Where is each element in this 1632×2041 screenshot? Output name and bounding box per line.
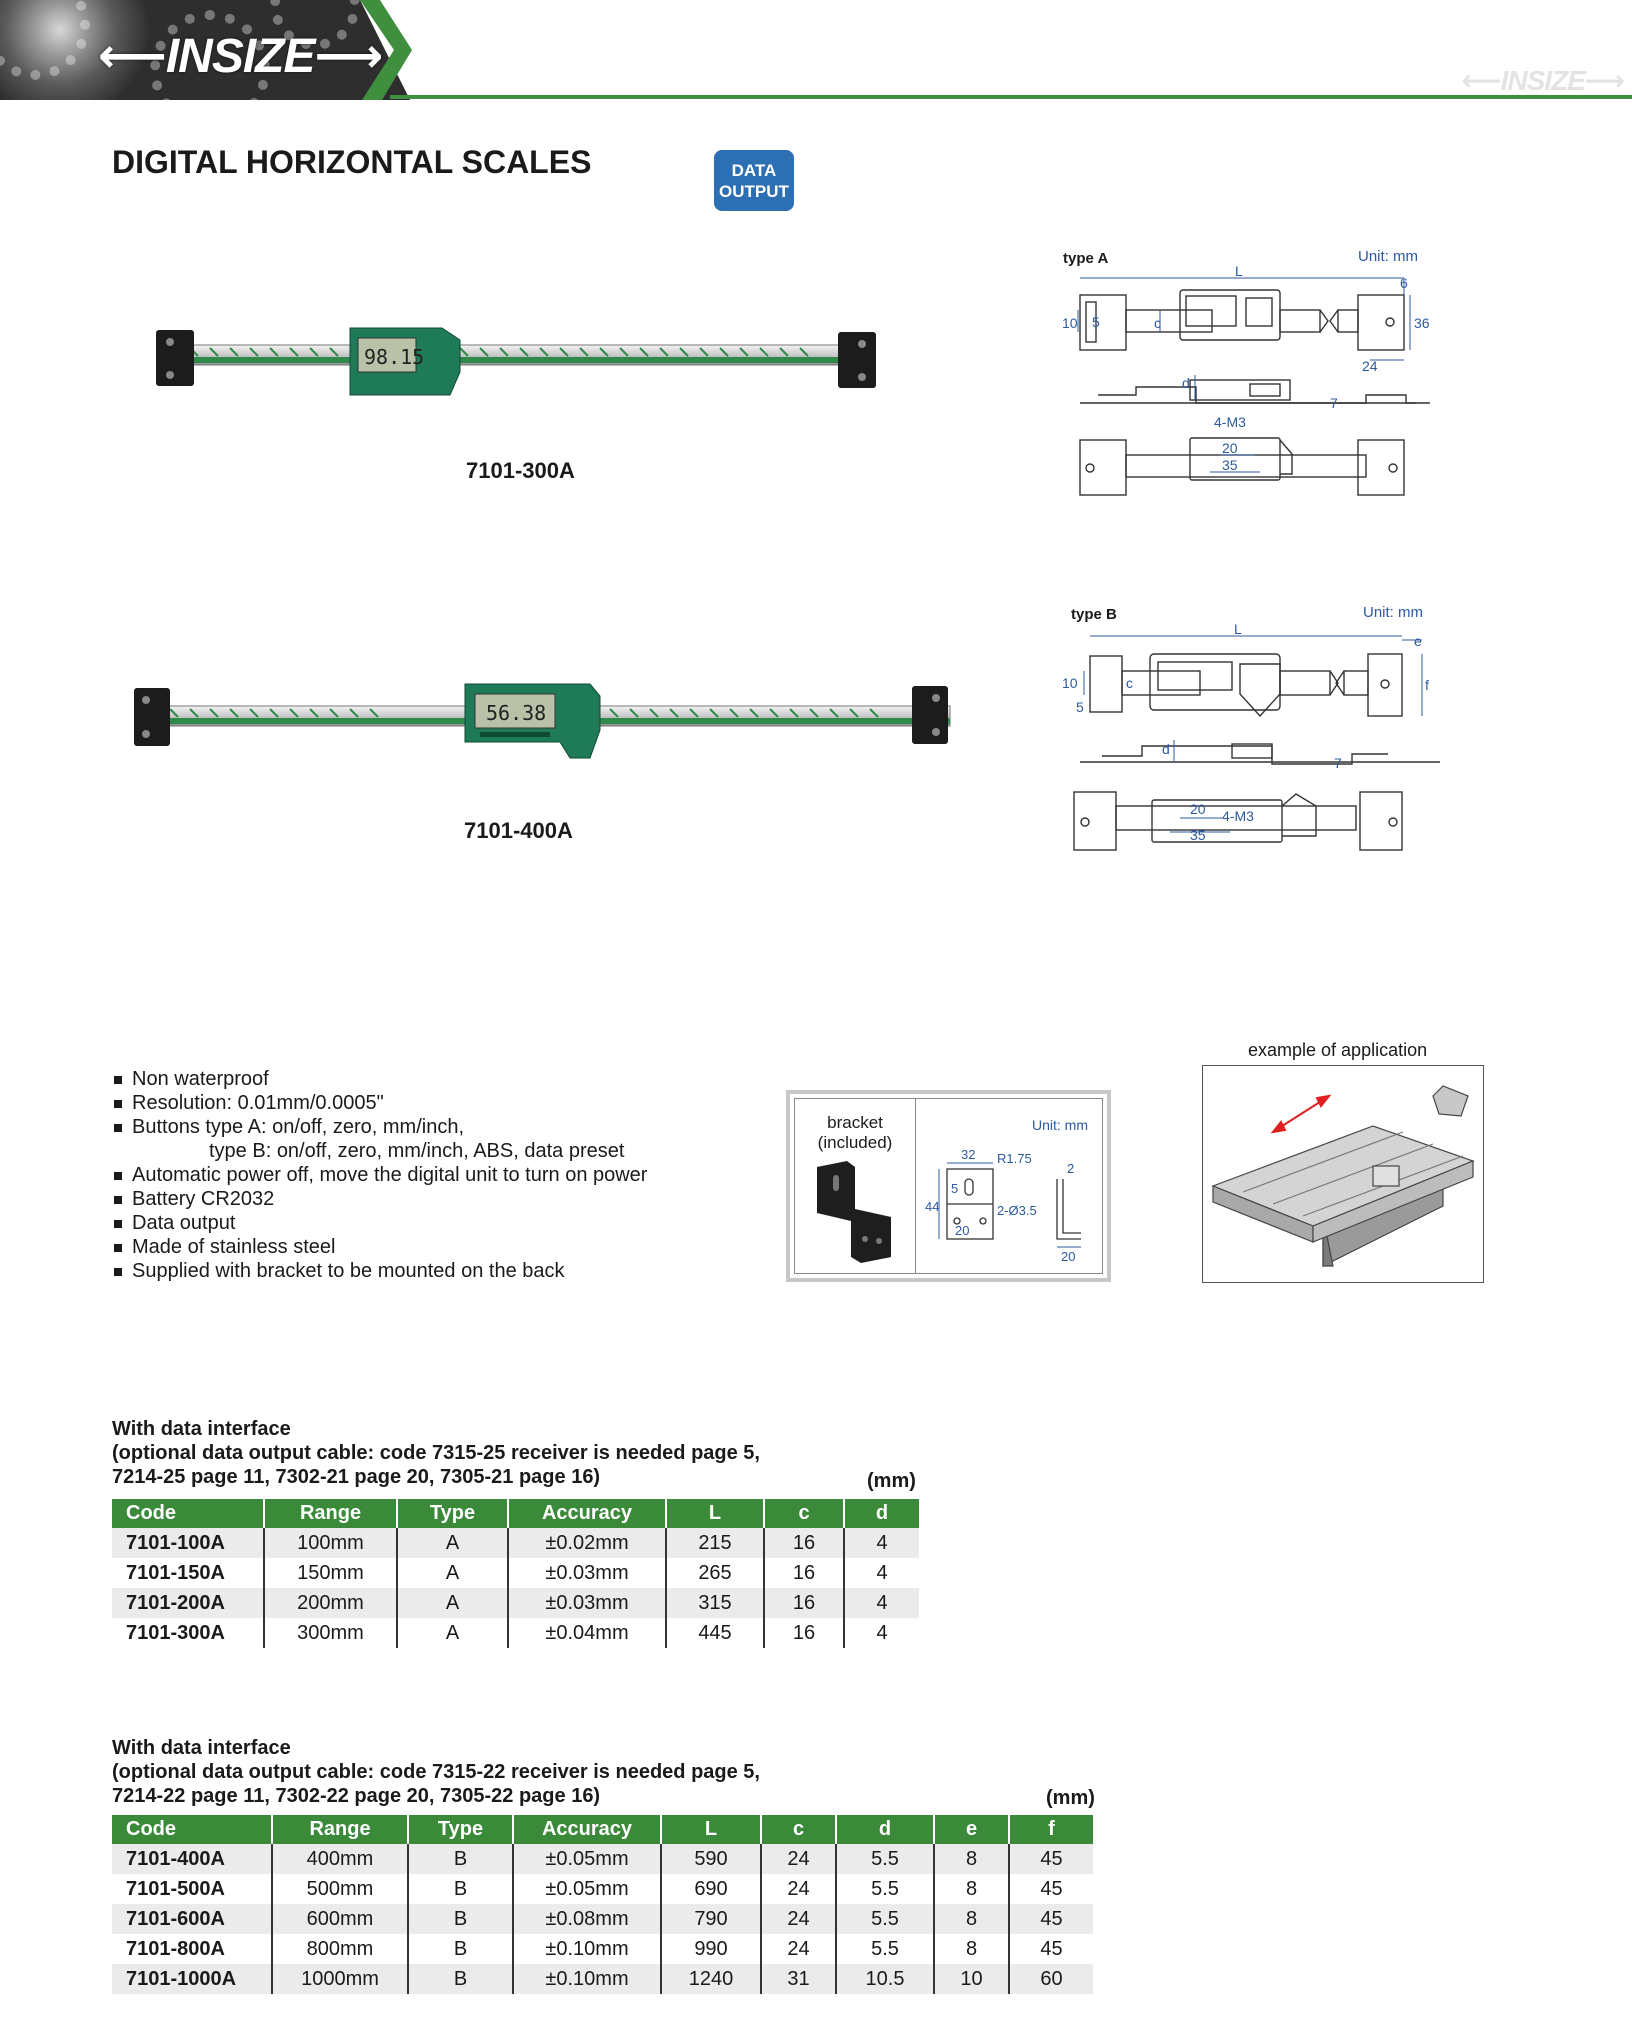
spec-table-type-b: Code Range Type Accuracy L c d e f 7101-… [112, 1815, 1093, 1994]
bracket-dim-5: 5 [951, 1181, 958, 1196]
feature-item: Automatic power off, move the digital un… [112, 1163, 752, 1187]
bracket-dim-44: 44 [925, 1199, 939, 1214]
dim-7-a: 7 [1330, 395, 1338, 411]
dim-10-b: 10 [1062, 675, 1078, 691]
dim-l-a: L [1235, 263, 1243, 279]
type-b-drawing: type B Unit: mm [1050, 596, 1450, 866]
bracket-dim-r175: R1.75 [997, 1151, 1032, 1166]
table1-unit: (mm) [867, 1470, 916, 1492]
page-header: ⟵INSIZE⟶ ⟵INSIZE⟶ [0, 0, 1632, 100]
table2-unit: (mm) [1046, 1787, 1095, 1809]
dim-5-b: 5 [1076, 699, 1084, 715]
dim-4m3-b: 4-M3 [1222, 808, 1254, 824]
dim-f-b: f [1425, 677, 1429, 693]
dim-c-b: c [1126, 675, 1133, 691]
feature-item: Data output [112, 1211, 752, 1235]
bracket-dim-hole: 2-Ø3.5 [997, 1203, 1037, 1218]
dim-4m3-a: 4-M3 [1214, 414, 1246, 430]
feature-item: Resolution: 0.01mm/0.0005" [112, 1091, 752, 1115]
table2-note: With data interface (optional data outpu… [112, 1737, 760, 1807]
dim-c-a: c [1154, 315, 1161, 331]
dim-35-a: 35 [1222, 457, 1238, 473]
feature-item: Buttons type A: on/off, zero, mm/inch, [112, 1115, 752, 1139]
type-a-label: type A [1063, 250, 1109, 267]
header-gear-background [0, 0, 410, 100]
data-output-badge: DATA OUTPUT [714, 150, 794, 211]
feature-item: Made of stainless steel [112, 1235, 752, 1259]
bracket-drawing: 32 R1.75 2 44 5 2-Ø3.5 20 20 [925, 1147, 1081, 1264]
bracket-label: bracket (included) [817, 1113, 893, 1152]
spec-table-type-a: Code Range Type Accuracy L c d 7101-100A… [112, 1499, 919, 1648]
header-green-line [390, 95, 1632, 99]
type-a-drawing: type A Unit: mm [1050, 240, 1450, 500]
product-caption-7101-300a: 7101-300A [466, 458, 575, 483]
feature-item: Supplied with bracket to be mounted on t… [112, 1259, 752, 1283]
feature-item: Battery CR2032 [112, 1187, 752, 1211]
dim-l-b: L [1234, 621, 1242, 637]
dim-7-b: 7 [1334, 755, 1342, 771]
feature-item: Non waterproof [112, 1067, 752, 1091]
dim-5-a: 5 [1092, 314, 1100, 330]
dim-35-b: 35 [1190, 827, 1206, 843]
dim-20-b: 20 [1190, 801, 1206, 817]
type-a-unit: Unit: mm [1358, 248, 1418, 265]
dim-d-b: d [1162, 741, 1170, 757]
feature-item-continued: type B: on/off, zero, mm/inch, ABS, data… [209, 1140, 625, 1162]
lcd-display-1: 98.15 [364, 345, 424, 369]
product-image-7101-400a: 56.38 [130, 680, 960, 770]
bracket-dim-20b: 20 [1061, 1249, 1075, 1264]
dim-e-b: e [1414, 633, 1422, 649]
dim-d-a: d [1182, 375, 1190, 391]
page-title: DIGITAL HORIZONTAL SCALES [112, 144, 592, 180]
dim-10-a: 10 [1062, 315, 1078, 331]
product-caption-7101-400a: 7101-400A [464, 818, 573, 843]
bracket-photo [817, 1161, 891, 1263]
dim-36-a: 36 [1414, 315, 1430, 331]
table1-note: With data interface (optional data outpu… [112, 1418, 760, 1488]
lcd-display-2: 56.38 [486, 701, 546, 725]
bracket-unit: Unit: mm [1032, 1117, 1088, 1133]
table-header-row: Code Range Type Accuracy L c d e f [112, 1815, 1093, 1844]
insize-logo-small: ⟵INSIZE⟶ [1461, 65, 1625, 96]
type-b-unit: Unit: mm [1363, 604, 1423, 621]
dim-20-a: 20 [1222, 440, 1238, 456]
application-illustration [1202, 1065, 1484, 1283]
table-header-row: Code Range Type Accuracy L c d [112, 1499, 919, 1528]
bracket-panel: bracket (included) Unit: mm [786, 1090, 1111, 1282]
bracket-dim-2: 2 [1067, 1161, 1074, 1176]
bracket-dim-32: 32 [961, 1147, 975, 1162]
type-b-label: type B [1071, 606, 1117, 623]
bracket-dim-20a: 20 [955, 1223, 969, 1238]
application-label: example of application [1248, 1040, 1428, 1060]
dim-24-a: 24 [1362, 358, 1378, 374]
feature-list: Non waterproof Resolution: 0.01mm/0.0005… [112, 1067, 752, 1283]
product-image-7101-300a: 98.15 [150, 320, 890, 410]
insize-logo: ⟵INSIZE⟶ [98, 30, 383, 83]
dim-6-a: 6 [1400, 275, 1408, 291]
